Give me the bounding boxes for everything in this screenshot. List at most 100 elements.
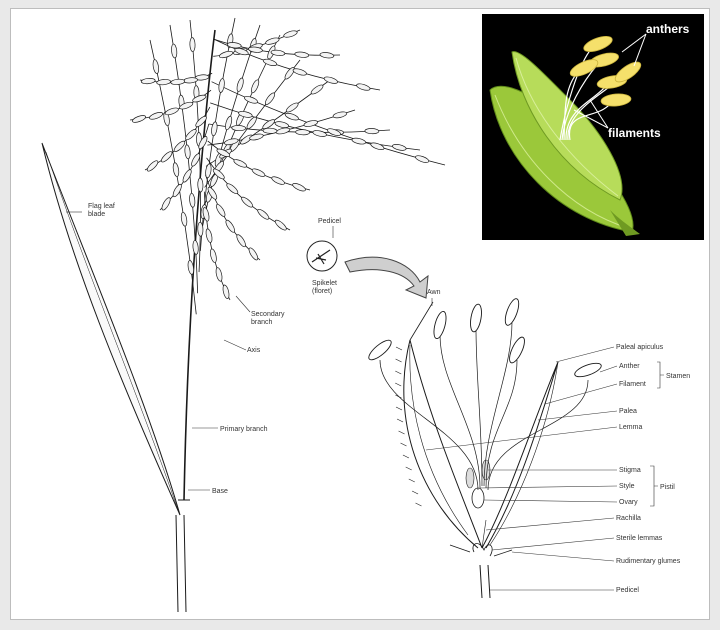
label-ovary: Ovary xyxy=(619,499,638,506)
spikelet-zoom-marker xyxy=(307,241,337,271)
spikelet-grain xyxy=(180,212,187,227)
awn xyxy=(410,302,433,340)
anther xyxy=(503,297,522,327)
spikelet-grain xyxy=(224,219,236,234)
spikelet-grain xyxy=(236,77,245,92)
spikelet-grain xyxy=(225,182,239,195)
spikelet-grain xyxy=(415,154,430,164)
spikelet-grain xyxy=(164,107,179,117)
filament xyxy=(486,360,517,488)
spikelet-grain xyxy=(205,164,212,179)
spikelet-grain xyxy=(333,111,348,119)
label-stigma: Stigma xyxy=(619,467,641,474)
spikelet-grain xyxy=(160,196,171,211)
anther xyxy=(432,310,449,340)
spikelet-grain xyxy=(312,129,327,137)
spikelet-grain xyxy=(172,162,179,177)
label-axis: Axis xyxy=(247,347,261,354)
label-stamen: Stamen xyxy=(666,373,690,380)
label-pedicel-top: Pedicel xyxy=(318,218,341,225)
spikelet-grain xyxy=(370,141,385,151)
spikelet-grain xyxy=(181,168,192,183)
spikelet-grain xyxy=(283,30,298,39)
spikelet-grain xyxy=(171,79,185,85)
spikelet-grain xyxy=(184,145,191,159)
spikelet-grain xyxy=(392,143,407,151)
stigma-left xyxy=(466,468,474,488)
spikelet-grain xyxy=(172,183,183,198)
label-pistil: Pistil xyxy=(660,484,675,491)
spikelet-grain xyxy=(245,116,258,130)
label-awn: Awn xyxy=(427,289,441,296)
spikelet-grain xyxy=(251,167,266,178)
spikelet-grain xyxy=(244,95,259,105)
floret-labels: Awn Paleal apiculus Anther Filament Stam… xyxy=(426,289,690,594)
label-anthers: anthers xyxy=(646,22,690,36)
anther xyxy=(573,361,603,380)
spikelet-grain xyxy=(265,37,280,46)
spikelet-grain xyxy=(205,228,213,243)
spikelet-grain xyxy=(235,233,247,248)
label-rudimentary-glumes: Rudimentary glumes xyxy=(616,558,681,565)
spikelet-grain xyxy=(160,150,174,163)
spikelet-grain xyxy=(271,175,286,186)
spikelet-grain xyxy=(141,78,155,84)
label-sterile-lemmas: Sterile lemmas xyxy=(616,535,663,542)
spikelet-grain xyxy=(303,119,318,127)
spikelet-grain xyxy=(356,83,371,92)
spikelet-grain xyxy=(284,112,299,122)
floret-pedicel xyxy=(480,565,490,598)
spikelet-grain xyxy=(274,121,289,129)
spikelet-grain xyxy=(132,114,147,124)
spikelet-grain xyxy=(219,50,234,59)
spikelet-grain xyxy=(222,284,230,299)
ovary xyxy=(472,488,484,508)
spikelet-grain xyxy=(250,79,260,94)
label-paleal-apiculus: Paleal apiculus xyxy=(616,344,664,351)
label-filaments: filaments xyxy=(608,126,661,140)
spikelet-grain xyxy=(276,127,291,135)
spikelet-grain xyxy=(310,83,324,95)
spikelet-grain xyxy=(247,247,259,262)
spikelet-grain xyxy=(292,182,307,193)
spikelet-grain xyxy=(295,51,310,58)
label-anther: Anther xyxy=(619,363,640,370)
panicle-drawing xyxy=(42,18,445,612)
spikelet-grain xyxy=(285,101,299,113)
spikelet-grain xyxy=(215,203,227,218)
spikelet-grain xyxy=(209,248,217,263)
palea-hull xyxy=(482,362,558,548)
spikelet-grain xyxy=(184,128,198,141)
spikelet-grain xyxy=(146,159,160,172)
spikelet-grain xyxy=(215,267,223,282)
flower-photo-inset: anthers filaments xyxy=(482,14,704,240)
spikelet-grain xyxy=(173,140,187,153)
spikelet-grain xyxy=(149,111,164,121)
filament xyxy=(440,335,480,488)
spikelet-grain xyxy=(198,178,204,192)
label-palea: Palea xyxy=(619,408,637,415)
label-lemma: Lemma xyxy=(619,424,642,431)
spikelet-grain xyxy=(365,128,379,134)
floret-drawing xyxy=(366,297,603,598)
label-flag-leaf-blade: Flag leaf blade xyxy=(88,203,117,218)
label-secondary-branch: Secondary branch xyxy=(251,311,286,326)
spikelet-grain xyxy=(283,66,296,80)
spikelet-grain xyxy=(264,92,277,106)
culm-stem xyxy=(176,515,186,612)
panicle-labels: Flag leaf blade Pedicel Spikelet (floret… xyxy=(66,203,341,495)
spikelet-grain xyxy=(211,122,218,137)
filament xyxy=(380,360,478,490)
label-rachilla: Rachilla xyxy=(616,515,641,522)
filament xyxy=(476,328,482,486)
spikelet-grain xyxy=(263,128,277,134)
lemma-hull xyxy=(404,340,482,548)
spikelet-grain xyxy=(152,59,159,74)
spikelet-grain xyxy=(190,37,196,51)
spikelet-grain xyxy=(233,158,248,169)
label-base: Base xyxy=(212,488,228,495)
anther xyxy=(469,303,484,332)
spikelet-grain xyxy=(296,129,310,135)
spikelet-grain xyxy=(274,219,288,232)
